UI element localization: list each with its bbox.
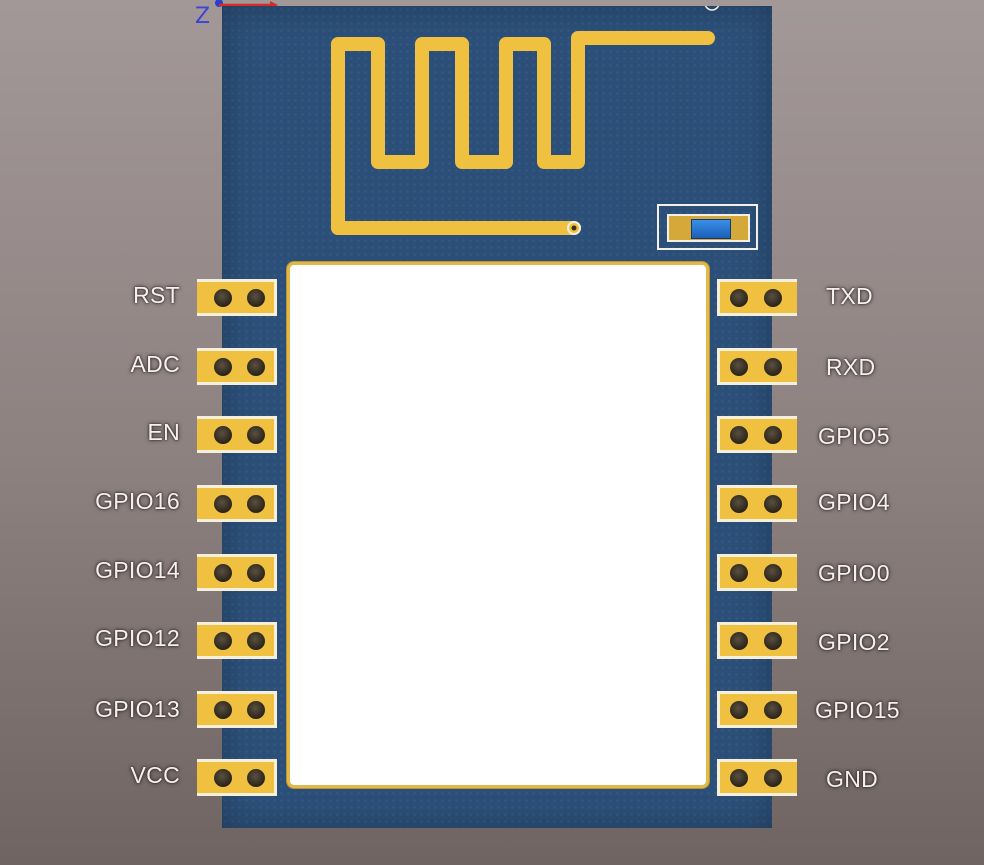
led-chip <box>691 219 731 239</box>
left-pin-label: GPIO12 <box>95 625 180 651</box>
pad-through-hole-icon <box>247 563 265 582</box>
pad-through-hole-icon <box>247 700 265 719</box>
led-body <box>667 214 750 242</box>
pad-through-hole-icon <box>247 494 265 513</box>
pcb-trace-antenna-icon <box>331 6 720 235</box>
pad-through-hole-icon <box>764 631 782 650</box>
pad-through-hole-icon <box>764 357 782 376</box>
right-pin-pad <box>717 691 797 728</box>
left-pin-label: VCC <box>130 762 180 788</box>
pad-through-hole-icon <box>730 425 748 444</box>
pad-through-hole-icon <box>764 425 782 444</box>
pad-through-hole-icon <box>730 563 748 582</box>
left-pin-pad <box>197 348 277 385</box>
left-pin-pad <box>197 416 277 453</box>
left-pin-pad <box>197 622 277 659</box>
left-pin-label: ADC <box>130 351 180 377</box>
pad-through-hole-icon <box>247 631 265 650</box>
pad-through-hole-icon <box>214 563 232 582</box>
pad-through-hole-icon <box>764 768 782 787</box>
right-pin-label: GND <box>826 766 879 792</box>
pad-through-hole-icon <box>730 357 748 376</box>
pad-through-hole-icon <box>214 357 232 376</box>
right-pin-label: GPIO0 <box>818 560 890 586</box>
right-pin-pad <box>717 416 797 453</box>
pad-through-hole-icon <box>730 631 748 650</box>
left-pin-pad <box>197 485 277 522</box>
pad-through-hole-icon <box>247 288 265 307</box>
pad-through-hole-icon <box>764 494 782 513</box>
pad-through-hole-icon <box>764 563 782 582</box>
right-pin-pad <box>717 348 797 385</box>
pad-through-hole-icon <box>764 288 782 307</box>
pad-through-hole-icon <box>730 288 748 307</box>
pad-through-hole-icon <box>214 700 232 719</box>
right-pin-label: GPIO5 <box>818 423 890 449</box>
left-pin-pad <box>197 691 277 728</box>
right-pin-pad <box>717 485 797 522</box>
rf-shield-can <box>287 262 709 788</box>
right-pin-label: RXD <box>826 354 876 380</box>
pad-through-hole-icon <box>214 288 232 307</box>
right-pin-pad <box>717 759 797 796</box>
right-pin-pad <box>717 554 797 591</box>
right-pin-pad <box>717 622 797 659</box>
axis-z-label: Z <box>195 4 211 29</box>
left-pin-label: GPIO16 <box>95 488 180 514</box>
pad-through-hole-icon <box>214 631 232 650</box>
pad-through-hole-icon <box>730 700 748 719</box>
left-pin-label: RST <box>133 282 180 308</box>
left-pin-pad <box>197 554 277 591</box>
right-pin-label: GPIO4 <box>818 489 890 515</box>
pad-through-hole-icon <box>247 425 265 444</box>
right-pin-label: GPIO15 <box>815 697 900 723</box>
right-pin-pad <box>717 279 797 316</box>
pad-through-hole-icon <box>214 768 232 787</box>
left-pin-label: EN <box>147 419 180 445</box>
pad-through-hole-icon <box>730 494 748 513</box>
right-pin-label: GPIO2 <box>818 629 890 655</box>
smd-led-icon <box>657 204 758 250</box>
pad-through-hole-icon <box>214 494 232 513</box>
right-pin-label: TXD <box>826 283 873 309</box>
left-pin-label: GPIO14 <box>95 557 180 583</box>
pad-through-hole-icon <box>214 425 232 444</box>
pad-through-hole-icon <box>247 357 265 376</box>
left-pin-pad <box>197 279 277 316</box>
pad-through-hole-icon <box>730 768 748 787</box>
left-pin-label: GPIO13 <box>95 696 180 722</box>
left-pin-pad <box>197 759 277 796</box>
pad-through-hole-icon <box>764 700 782 719</box>
pad-through-hole-icon <box>247 768 265 787</box>
